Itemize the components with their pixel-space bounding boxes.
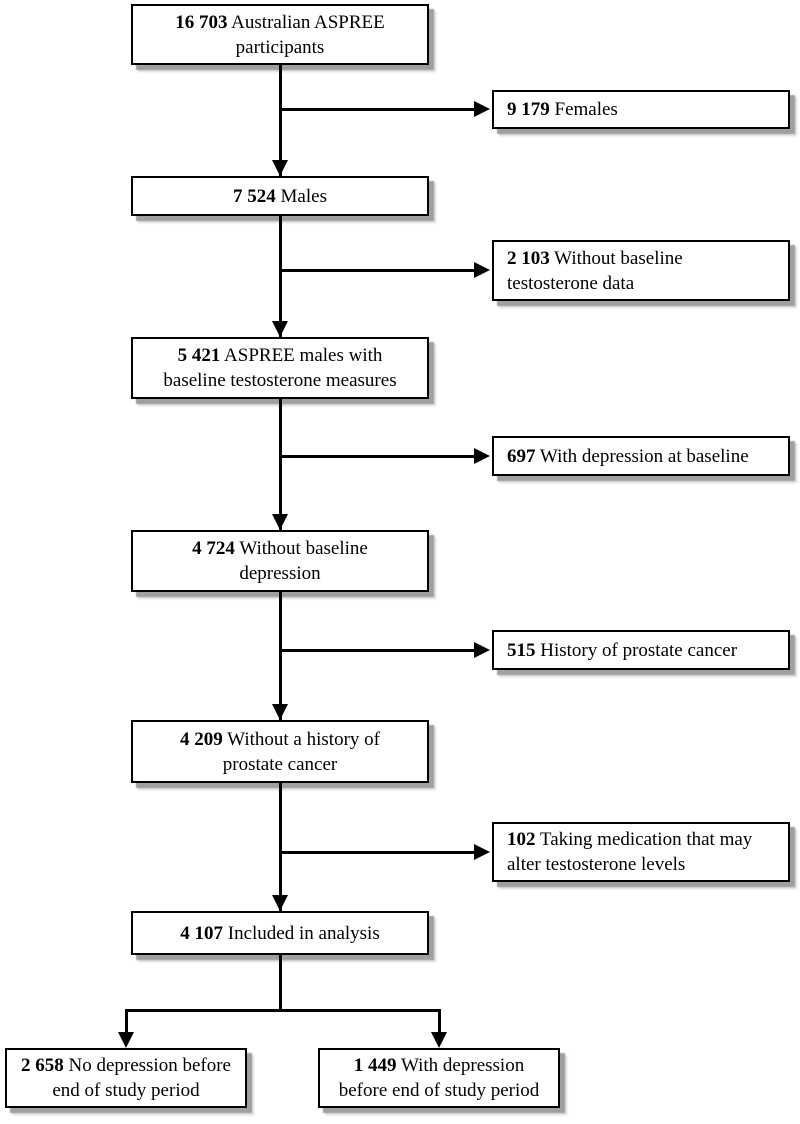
arrowhead-down-icon [272, 321, 288, 337]
box-without-baseline-depression: 4 724 Without baseline depression [131, 530, 429, 592]
arrowhead-down-icon [272, 895, 288, 911]
branch-medication [280, 851, 479, 854]
box-text: 2 103 Without baseline testosterone data [507, 246, 778, 296]
box-count: 4 209 [180, 728, 223, 750]
box-text: 515 History of prostate cancer [507, 638, 778, 663]
box-count: 4 107 [180, 922, 224, 944]
box-text: 1 449 With depression before end of stud… [328, 1053, 550, 1103]
arrowhead-right-icon [474, 262, 490, 278]
box-count: 4 724 [192, 538, 235, 559]
connector-testosterone-to-no-depression [279, 399, 282, 530]
box-label: With depression before end of study peri… [338, 1055, 540, 1101]
box-outcome-with-depression: 1 449 With depression before end of stud… [318, 1048, 560, 1108]
box-count: 2 103 [507, 247, 550, 269]
connector-split-to-no-depression-outcome [125, 1009, 128, 1036]
box-label: With depression at baseline [539, 445, 749, 467]
box-outcome-no-depression: 2 658 No depression before end of study … [5, 1048, 247, 1108]
box-excluded-females: 9 179 Females [492, 90, 790, 129]
arrowhead-right-icon [474, 448, 490, 464]
box-text: 4 209 Without a history of prostate canc… [155, 727, 405, 777]
box-excluded-no-testosterone-data: 2 103 Without baseline testosterone data [492, 240, 790, 301]
arrowhead-right-icon [474, 642, 490, 658]
split-horizontal-line [125, 1009, 441, 1012]
arrowhead-right-icon [474, 844, 490, 860]
box-label: Without a history of prostate cancer [222, 728, 380, 775]
box-text: 16 703 Australian ASPREE participants [155, 10, 405, 60]
box-label: History of prostate cancer [540, 639, 738, 661]
box-count: 9 179 [507, 99, 550, 120]
box-count: 2 658 [20, 1055, 64, 1076]
box-label: Without baseline depression [239, 538, 368, 584]
box-without-prostate-cancer-history: 4 209 Without a history of prostate canc… [131, 720, 429, 783]
box-excluded-prostate-cancer-history: 515 History of prostate cancer [492, 630, 790, 670]
box-text: 4 724 Without baseline depression [155, 536, 405, 586]
connector-no-depression-to-no-cancer [279, 592, 282, 720]
arrowhead-down-icon [272, 704, 288, 720]
connector-participants-to-males [279, 65, 282, 176]
box-count: 102 [507, 829, 536, 850]
box-label: No depression before end of study period [52, 1055, 231, 1101]
box-count: 697 [507, 445, 536, 467]
connector-split-to-with-depression-outcome [438, 1009, 441, 1036]
arrowhead-down-icon [272, 160, 288, 176]
box-count: 7 524 [233, 185, 276, 207]
branch-no-testosterone-data [280, 269, 479, 272]
box-males-with-testosterone: 5 421 ASPREE males with baseline testost… [131, 337, 429, 399]
box-label: Males [280, 185, 327, 207]
branch-baseline-depression [280, 455, 479, 458]
connector-no-cancer-to-included [279, 783, 282, 911]
arrowhead-down-icon [272, 514, 288, 530]
box-excluded-baseline-depression: 697 With depression at baseline [492, 436, 790, 476]
box-aspree-participants: 16 703 Australian ASPREE participants [131, 4, 429, 65]
box-text: 2 658 No depression before end of study … [15, 1053, 237, 1103]
box-count: 5 421 [177, 345, 221, 366]
box-text: 102 Taking medication that may alter tes… [507, 827, 778, 877]
box-count: 1 449 [353, 1055, 397, 1076]
box-text: 7 524 Males [155, 184, 405, 209]
arrowhead-down-icon [118, 1032, 134, 1048]
branch-prostate-cancer [280, 649, 479, 652]
box-males: 7 524 Males [131, 176, 429, 216]
box-excluded-testosterone-medication: 102 Taking medication that may alter tes… [492, 822, 790, 882]
box-label: Without baseline testosterone data [507, 247, 683, 294]
arrowhead-down-icon [431, 1032, 447, 1048]
box-text: 5 421 ASPREE males with baseline testost… [155, 343, 405, 393]
connector-included-to-split [279, 955, 282, 1012]
box-count: 16 703 [175, 11, 228, 33]
box-label: Included in analysis [227, 922, 380, 944]
box-count: 515 [507, 639, 536, 661]
box-label: Females [554, 99, 618, 120]
box-label: Taking medication that may alter testost… [507, 829, 753, 875]
branch-females [280, 108, 479, 111]
box-included-in-analysis: 4 107 Included in analysis [131, 911, 429, 955]
box-text: 697 With depression at baseline [507, 444, 778, 469]
connector-males-to-testosterone [279, 216, 282, 337]
box-label: ASPREE males with baseline testosterone … [163, 345, 397, 391]
arrowhead-right-icon [474, 101, 490, 117]
box-text: 9 179 Females [507, 97, 778, 122]
box-label: Australian ASPREE participants [231, 11, 385, 58]
box-text: 4 107 Included in analysis [155, 921, 405, 946]
